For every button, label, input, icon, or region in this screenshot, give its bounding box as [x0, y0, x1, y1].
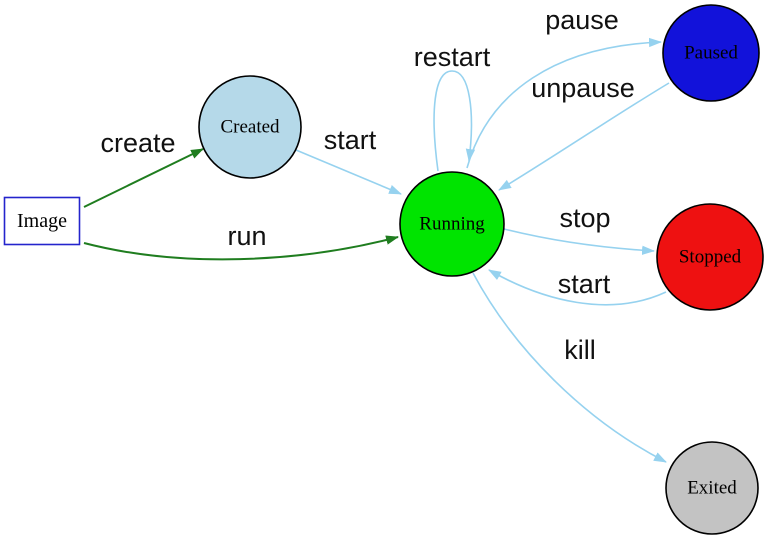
node-paused-label: Paused — [684, 43, 738, 64]
node-running-label: Running — [419, 214, 485, 235]
node-running — [399, 171, 505, 277]
edge-label-run: run — [227, 221, 266, 251]
edge-restart-running-self-loop — [433, 70, 476, 172]
edge-pause-running-to-paused — [466, 37, 663, 169]
edge-label-restart: restart — [414, 42, 491, 72]
edge-kill-running-to-exited — [472, 272, 667, 463]
edge-start-stopped-to-running — [488, 269, 667, 306]
edge-label-kill: kill — [564, 335, 596, 365]
node-image-label: Image — [17, 210, 67, 232]
edge-label-stop: stop — [559, 203, 610, 233]
edge-stop-running-to-stopped — [503, 228, 656, 255]
edge-create-image-to-created — [83, 148, 204, 208]
edge-label-pause: pause — [545, 5, 619, 35]
edge-label-create: create — [100, 128, 175, 158]
node-exited-label: Exited — [687, 478, 737, 499]
node-created — [198, 75, 302, 179]
node-stopped — [656, 203, 764, 311]
edge-start-created-to-running — [295, 149, 402, 195]
node-stopped-label: Stopped — [679, 247, 742, 268]
node-created-label: Created — [220, 117, 280, 138]
edge-label-start-created: start — [324, 125, 377, 155]
node-paused — [662, 4, 760, 102]
node-image — [3, 196, 81, 246]
edge-unpause-paused-to-running — [498, 82, 670, 191]
node-exited — [665, 441, 759, 535]
edge-label-start-stopped: start — [558, 269, 611, 299]
edge-run-image-to-running — [83, 235, 400, 261]
edge-label-unpause: unpause — [531, 73, 635, 103]
